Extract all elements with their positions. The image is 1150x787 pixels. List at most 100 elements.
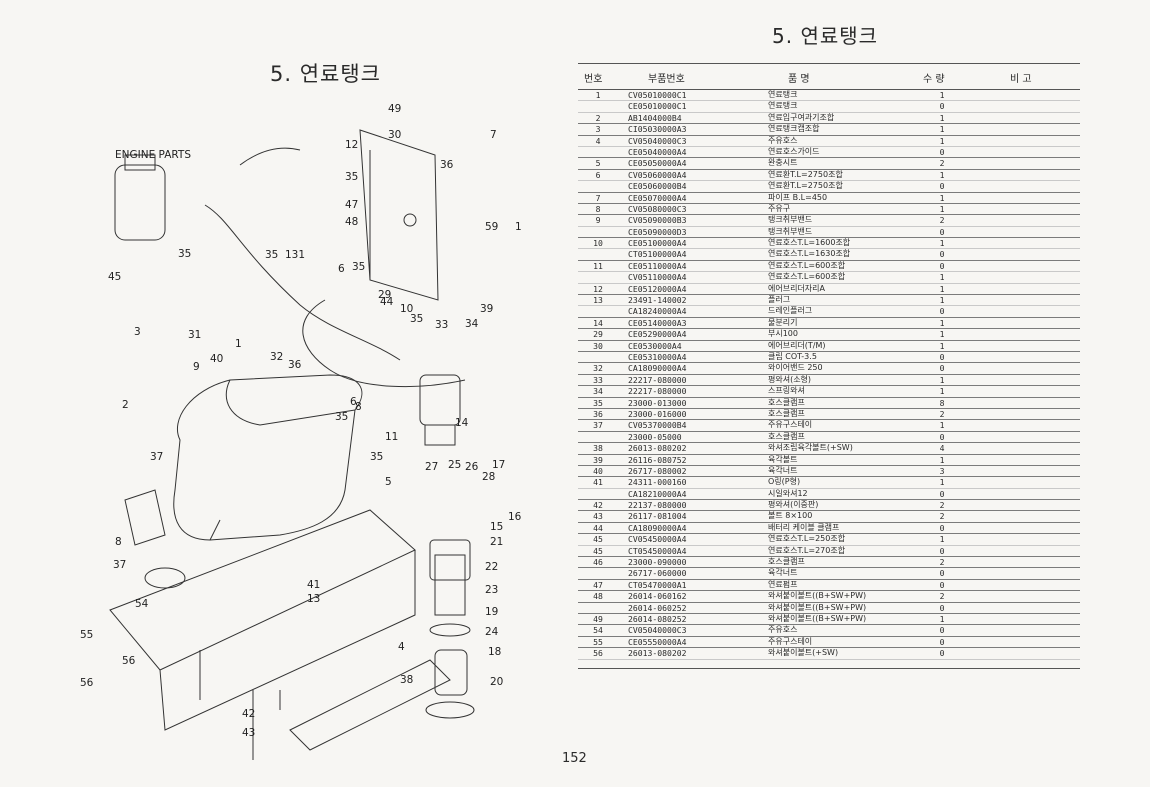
cell-no: 8 [595, 203, 601, 214]
cell-part-no: CE05310000A4 [628, 351, 687, 362]
cell-no: 14 [593, 317, 603, 328]
cell-name: 볼트 8×100 [768, 511, 813, 521]
callout-number: 8 [115, 536, 122, 548]
cell-part-no: CE0530000A4 [628, 340, 682, 351]
callout-number: 14 [455, 417, 469, 429]
cell-part-no: 22217-080000 [628, 386, 687, 397]
cell-no: 42 [593, 500, 603, 511]
cell-no: 12 [593, 283, 603, 294]
callout-number: 8 [355, 401, 362, 413]
cell-name: 와셔조립육각볼트(+SW) [768, 443, 853, 453]
cell-name: 연료호스T.L=270조합 [768, 545, 846, 555]
cell-part-no: 23000-090000 [628, 557, 687, 568]
cell-part-no: 26013-080202 [628, 648, 687, 659]
cell-name: 연료호스T.L=600조합 [768, 272, 846, 282]
callout-number: 37 [150, 451, 163, 463]
cell-qty: 0 [939, 306, 945, 317]
table-row: CE05310000A4 클립 COT-3.5 0 [578, 351, 1080, 364]
cell-name: 연료호스T.L=1600조합 [768, 238, 851, 248]
cell-name: 배터리 케이블 클램프 [768, 522, 840, 532]
cell-qty: 2 [939, 215, 945, 226]
callout-number: 43 [242, 727, 255, 739]
callout-number: 2 [122, 399, 129, 411]
cell-part-no: CV05080000C3 [628, 203, 687, 214]
callout-number: 7 [490, 129, 497, 141]
header-name: 품 명 [788, 74, 810, 85]
cell-name: 에어브리더(T/M) [768, 340, 826, 350]
cell-no: 45 [593, 545, 603, 556]
cell-name: 육각너트 [768, 465, 798, 475]
cell-part-no: 22137-080000 [628, 500, 687, 511]
cell-no: 49 [593, 613, 603, 624]
callout-number: 10 [400, 303, 413, 315]
cell-part-no: CV05040000C3 [628, 625, 687, 636]
cell-name: 연료호스T.L=250조합 [768, 534, 846, 544]
cell-name: 클립 COT-3.5 [768, 351, 817, 361]
callout-number: 35 [345, 171, 358, 183]
cell-no: 43 [593, 511, 603, 522]
cell-name: 평와셔(이중판) [768, 500, 819, 510]
callout-number: 35 [178, 248, 191, 260]
callout-number: 32 [270, 351, 283, 363]
callout-number: 16 [508, 511, 522, 523]
cell-part-no: CE05010000C1 [628, 101, 687, 112]
cell-name: 주유호스 [768, 625, 798, 635]
cell-part-no: 23000-05000 [628, 431, 682, 442]
cell-no: 45 [593, 534, 603, 545]
cell-name: 물분리기 [768, 317, 798, 327]
cell-name: 부시100 [768, 329, 798, 339]
cell-name: 연료펌프 [768, 579, 798, 589]
cell-part-no: 26717-080002 [628, 465, 687, 476]
callout-number: 36 [288, 359, 302, 371]
callout-number: 40 [210, 353, 223, 365]
callout-number: 35 [265, 249, 278, 261]
cell-name: 연료호스가이드 [768, 146, 820, 156]
cell-no: 41 [593, 477, 603, 488]
callout-number: 1 [515, 221, 522, 233]
cell-name: 플러그 [768, 295, 791, 305]
cell-qty: 0 [939, 568, 945, 579]
cell-qty: 0 [939, 226, 945, 237]
cell-part-no: CA18090000A4 [628, 522, 687, 533]
callout-number: 39 [480, 303, 493, 315]
cell-no: 29 [593, 329, 603, 340]
callout-number: 54 [135, 598, 149, 610]
cell-qty: 0 [939, 545, 945, 556]
callout-number: 131 [285, 249, 305, 261]
cell-name: 연료탱크캡조합 [768, 124, 820, 134]
callout-number: 20 [490, 676, 503, 688]
cell-qty: 0 [939, 351, 945, 362]
cell-part-no: 24311-000160 [628, 477, 687, 488]
cell-qty: 0 [939, 431, 945, 442]
cell-part-no: CE05090000D3 [628, 226, 687, 237]
cell-no: 47 [593, 579, 603, 590]
callout-number: 48 [345, 216, 358, 228]
callout-number: 47 [345, 199, 358, 211]
callout-number: 11 [385, 431, 398, 443]
cell-name: 호스클램프 [768, 397, 805, 407]
cell-part-no: CV05060000A4 [628, 169, 687, 180]
cell-qty: 0 [939, 579, 945, 590]
cell-no: 4 [595, 135, 601, 146]
cell-qty: 1 [939, 90, 945, 100]
callout-number: 35 [410, 313, 423, 325]
cell-no: 37 [593, 420, 603, 431]
cell-qty: 0 [939, 146, 945, 157]
